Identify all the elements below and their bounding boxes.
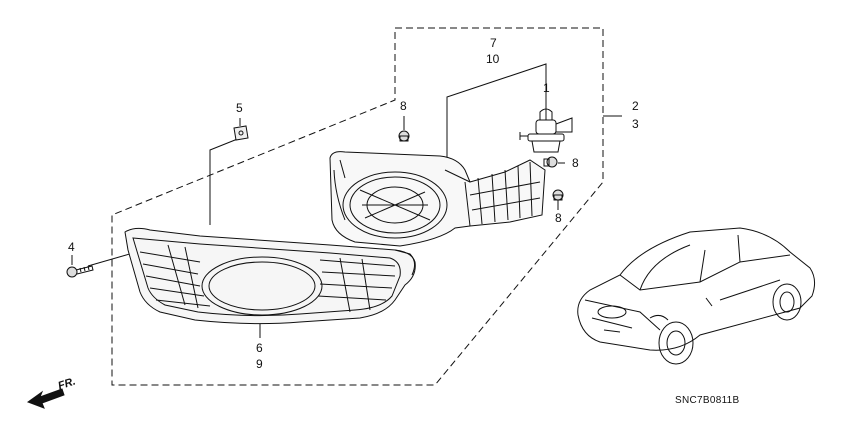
callout-part-5: 5 xyxy=(236,101,243,115)
screw-icon xyxy=(66,265,94,278)
leader-lines xyxy=(71,63,622,338)
callout-part-6: 6 xyxy=(256,341,263,355)
callout-part-9: 9 xyxy=(256,357,263,371)
callout-part-8-lower: 8 xyxy=(555,211,562,225)
fog-light-housing-icon xyxy=(329,151,546,247)
bolt-icon xyxy=(552,189,564,201)
sedan-car-icon xyxy=(577,227,816,365)
clip-nut-icon xyxy=(233,125,249,141)
bolt-icon xyxy=(398,130,410,142)
assembly-boundary xyxy=(111,27,604,386)
callout-part-1: 1 xyxy=(543,81,550,95)
callout-part-8-middle: 8 xyxy=(572,156,579,170)
callout-part-2: 2 xyxy=(632,99,639,113)
fog-light-garnish-icon xyxy=(124,227,416,325)
front-direction-arrow-icon xyxy=(26,388,65,409)
halogen-bulb-icon xyxy=(519,108,573,153)
callout-part-3: 3 xyxy=(632,117,639,131)
callout-part-7: 7 xyxy=(490,36,497,50)
callout-part-4: 4 xyxy=(68,240,75,254)
diagram-code: SNC7B0811B xyxy=(675,395,740,406)
callout-part-8-top: 8 xyxy=(400,99,407,113)
bolt-icon xyxy=(543,156,558,168)
callout-part-10: 10 xyxy=(486,52,500,66)
